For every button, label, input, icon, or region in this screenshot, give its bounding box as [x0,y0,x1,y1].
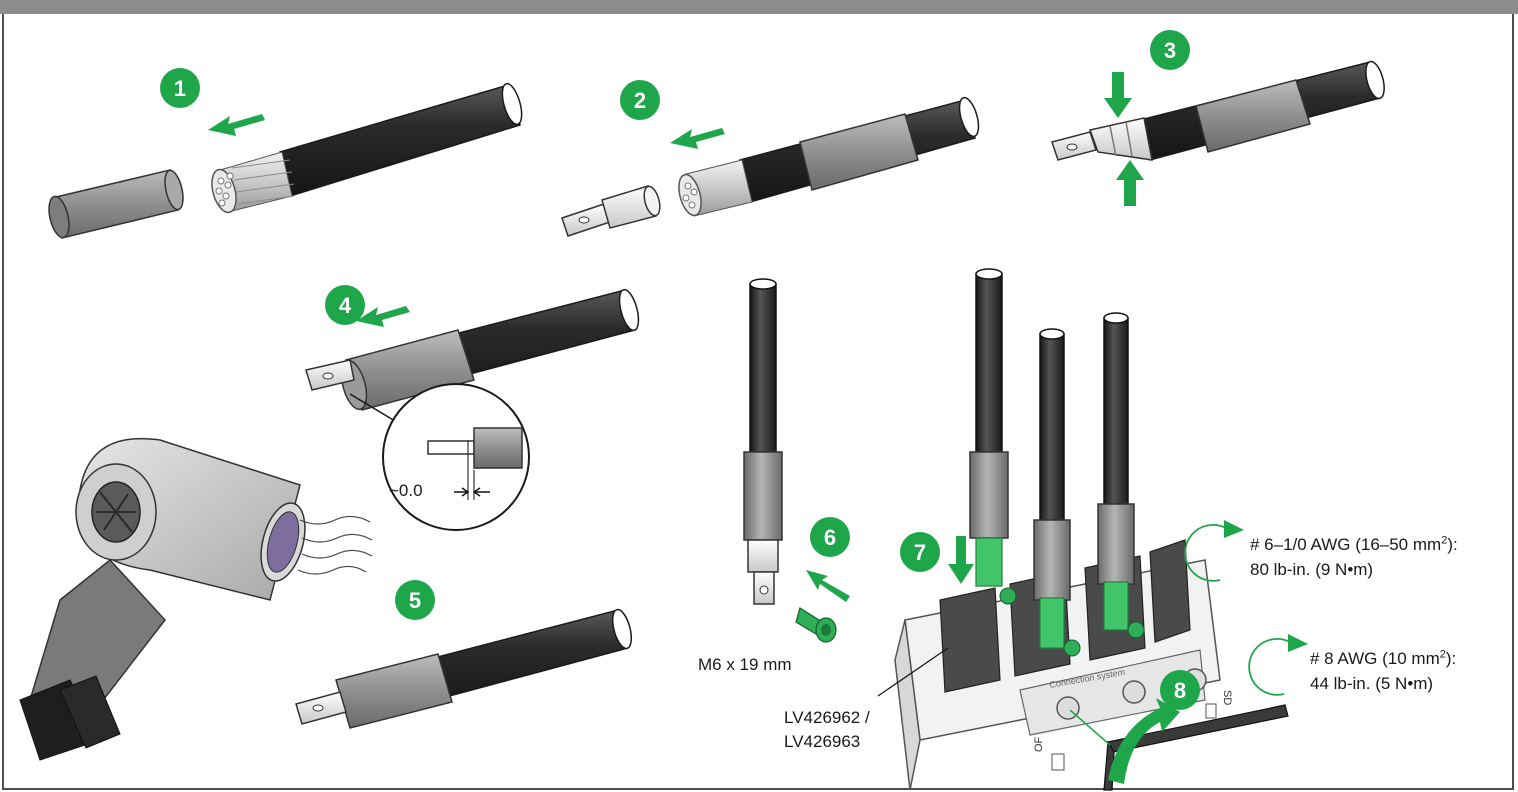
rotation-arrow-icon [1108,698,1180,784]
part-number-line2: LV426963 [784,732,861,751]
installed-cables [948,268,1145,657]
step1-scene [48,82,523,239]
gap-detail-magnifier [382,383,530,531]
stripped-cable [211,82,523,214]
step6-scene [743,278,850,643]
cable-lug [561,185,661,237]
diagram-frame [2,14,1514,790]
step-badge-7: 7 [914,540,926,565]
rotation-arrow-icon [1248,634,1308,696]
step-badge-6: 6 [824,525,836,550]
screw-icon [795,607,837,643]
cable-with-sleeve [678,96,980,217]
move-arrow-icon [670,128,725,149]
crimped-lug [1051,117,1153,161]
top-bar [0,0,1518,14]
move-arrow-icon [208,114,265,136]
crimp-arrow-icon [1104,72,1132,118]
move-arrow-icon [806,570,850,602]
torque-large-cable-spec: # 6–1/0 AWG (16–50 mm2): [1250,534,1458,554]
switch-label-sd: SD [1221,690,1233,705]
part-leader-line [877,647,949,697]
torque-small-cable-value: 44 lb-in. (5 N•m) [1310,674,1434,693]
heat-gun-icon [19,437,373,761]
part-number-line1: LV426962 / [784,708,870,727]
step-badge-1: 1 [174,76,186,101]
gap-detail-label: ~0.0 [389,481,423,500]
step-badge-5: 5 [409,588,421,613]
switch-label-of: OF [1033,736,1045,752]
step-badge-8: 8 [1174,678,1186,703]
step-badge-2: 2 [634,88,646,113]
torque-large-cable-value: 80 lb-in. (9 N•m) [1250,560,1374,579]
step-badges: 1 2 3 4 5 6 7 8 [160,30,1200,710]
step2-scene [561,96,980,237]
screw-size-label: M6 x 19 mm [698,655,792,674]
step5-scene [19,437,633,761]
torque-small-cable-spec: # 8 AWG (10 mm2): [1310,648,1457,668]
step-badge-4: 4 [339,293,352,318]
step-badge-3: 3 [1164,38,1176,63]
crimp-arrow-icon [1116,160,1144,206]
rotation-arrow-icon [1184,520,1244,582]
move-arrow-icon [356,306,410,327]
heat-shrink-sleeve [48,169,184,239]
step4-scene [305,288,640,531]
step3-scene [1051,60,1385,206]
move-arrow-icon [948,536,974,584]
terminal-block: Connection system OF SD [894,539,1233,791]
